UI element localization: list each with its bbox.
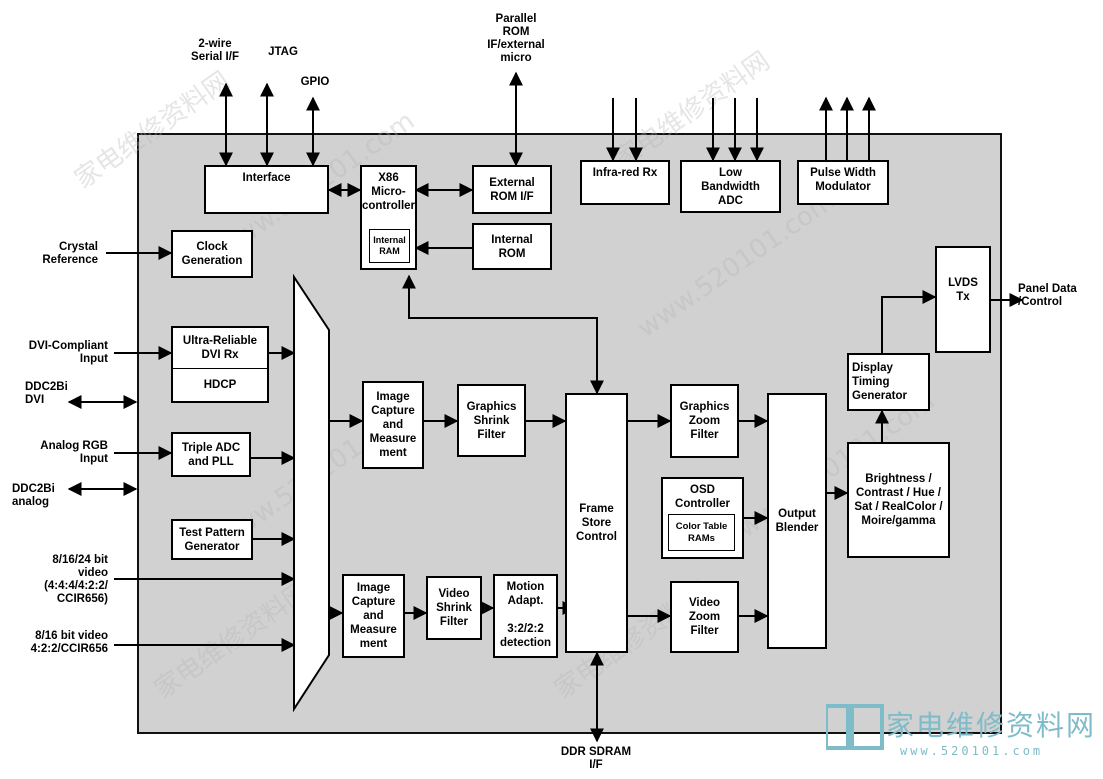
clock-generation-block: Clock Generation [171,230,253,278]
test-pattern-generator-block: Test Pattern Generator [171,519,253,560]
internal-ram-block: Internal RAM [369,229,410,263]
infrared-rx-block: Infra-red Rx [580,160,670,205]
label-gpio: GPIO [300,76,330,88]
logo-url: www.520101.com [900,744,1044,758]
motion-adapt-label: Motion Adapt. [506,581,545,607]
motion-detection-label: 3:2/2:2 detection [499,623,552,649]
label-video-16bit: 8/16 bit video 4:2:2/CCIR656 [30,630,108,655]
label-crystal-reference: Crystal Reference [42,241,98,266]
internal-rom-block: Internal ROM [472,223,552,270]
interface-block: Interface [204,165,329,214]
hdcp-label: HDCP [203,379,237,391]
image-capture-measurement-block-2: Image Capture and Measure ment [342,574,405,658]
graphics-shrink-filter-block: Graphics Shrink Filter [457,384,526,457]
pulse-width-modulator-block: Pulse Width Modulator [797,160,889,205]
label-dvi-input: DVI-Compliant Input [28,340,108,365]
logo-text: 家电维修资料网 [886,709,1097,742]
lvds-tx-block: LVDS Tx [935,246,991,353]
label-ddc2bi-analog: DDC2Bi analog [12,483,55,508]
frame-store-control-block: Frame Store Control [565,393,628,653]
output-blender-block: Output Blender [767,393,827,649]
brightness-contrast-block: Brightness / Contrast / Hue / Sat / Real… [847,442,950,558]
dvi-rx-hdcp-block: Ultra-Reliable DVI Rx HDCP [171,326,269,403]
label-panel-data: Panel Data /Control [1018,283,1077,308]
display-timing-generator-block: Display Timing Generator [847,353,930,411]
motion-adapt-block: Motion Adapt. 3:2/2:2 detection [493,574,558,658]
color-table-rams-block: Color Table RAMs [668,514,735,551]
label-analog-rgb: Analog RGB Input [40,440,108,465]
low-bandwidth-adc-block: Low Bandwidth ADC [680,160,781,213]
label-parallel-rom: Parallel ROM IF/external micro [487,13,545,64]
image-capture-measurement-block-1: Image Capture and Measure ment [362,381,424,469]
dvi-rx-label: Ultra-Reliable DVI Rx [173,328,267,369]
video-zoom-filter-block: Video Zoom Filter [670,581,739,653]
video-shrink-filter-block: Video Shrink Filter [426,576,482,640]
external-rom-if-block: External ROM I/F [472,165,552,214]
osd-controller-label: OSD Controller [675,484,730,510]
graphics-zoom-filter-block: Graphics Zoom Filter [670,384,739,458]
label-ddr-sdram: DDR SDRAM I/F [560,746,632,771]
triple-adc-pll-block: Triple ADC and PLL [171,432,251,477]
site-logo [826,704,884,750]
label-jtag: JTAG [268,46,298,58]
label-video-24bit: 8/16/24 bit video (4:4:4/4:2:2/ CCIR656) [44,554,108,605]
label-ddc2bi-dvi: DDC2Bi DVI [25,381,68,406]
x86-microcontroller-label: X86 Micro- controller [361,172,416,212]
label-2wire-serial: 2-wire Serial I/F [191,38,239,63]
